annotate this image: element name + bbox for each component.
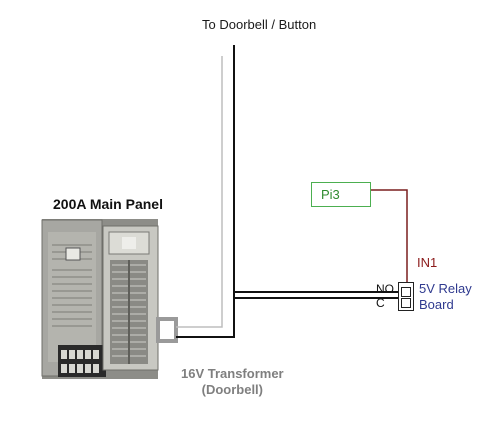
- pi3-label: Pi3: [321, 187, 340, 202]
- transformer-label: 16V Transformer (Doorbell): [181, 366, 284, 398]
- in1-label: IN1: [417, 255, 438, 270]
- relay-label-line2: Board: [419, 297, 454, 312]
- transformer-box: [156, 317, 178, 343]
- pi3-box: Pi3: [311, 182, 371, 207]
- relay-board-label: 5V Relay Board: [419, 281, 472, 313]
- main-panel-label: 200A Main Panel: [53, 196, 163, 212]
- power-wire-to-button: [176, 45, 235, 338]
- relay-label-line1: 5V Relay: [419, 281, 472, 296]
- transformer-label-line1: 16V Transformer: [181, 366, 284, 381]
- signal-wire: [371, 189, 408, 282]
- no-terminal-label: NO: [376, 282, 394, 296]
- neutral-wire: [176, 56, 223, 328]
- c-terminal-label: C: [376, 296, 385, 310]
- relay-slot-bottom: [401, 298, 411, 308]
- doorbell-button-label: To Doorbell / Button: [202, 17, 317, 32]
- main-panel: [41, 219, 159, 379]
- relay-slot-top: [401, 287, 411, 297]
- door-window: [65, 247, 81, 261]
- transformer-label-line2: (Doorbell): [201, 382, 263, 397]
- relay-board: [398, 282, 414, 311]
- door-breakers: [58, 345, 106, 377]
